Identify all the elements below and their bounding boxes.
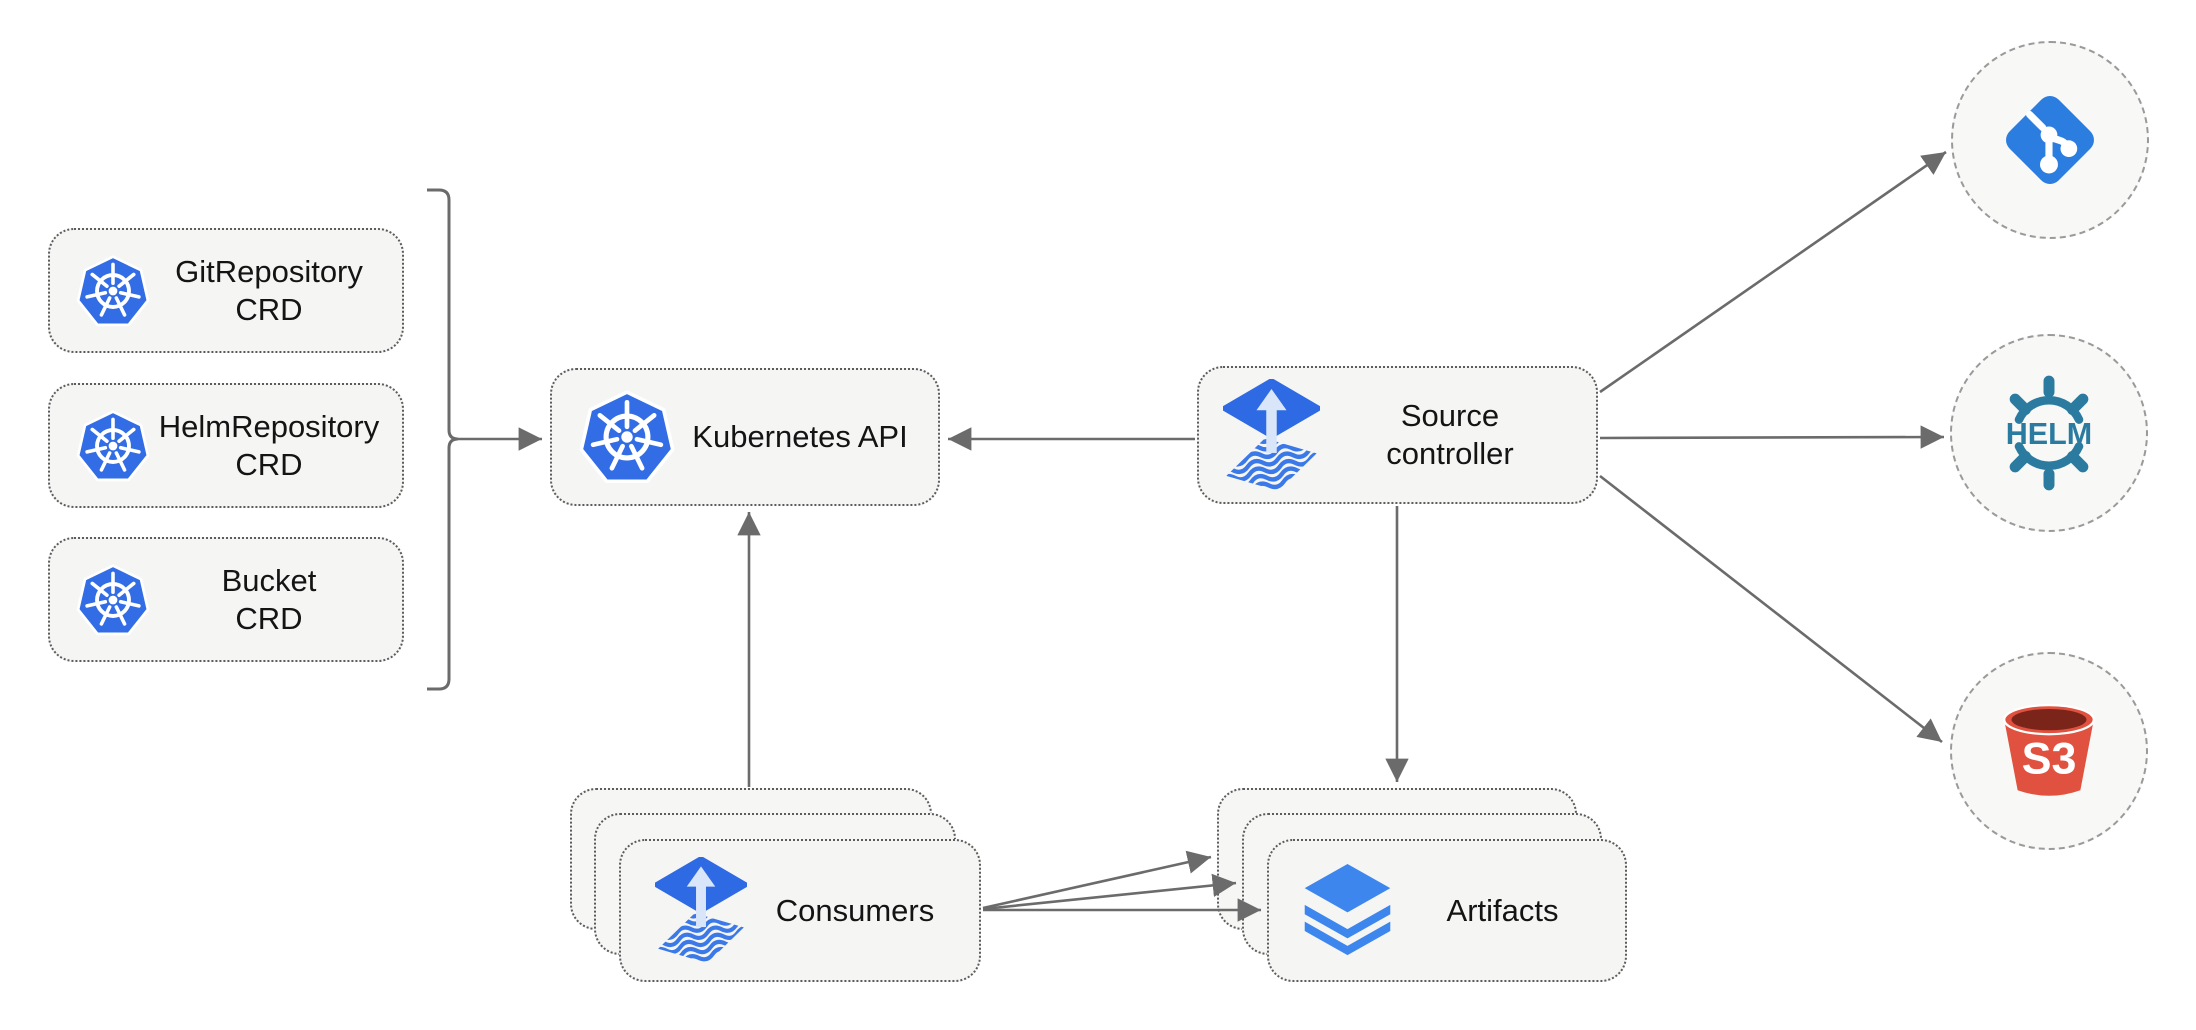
consumers-node: Consumers xyxy=(619,839,981,982)
s3-wordmark: S3 xyxy=(2022,733,2077,783)
helm-source-node: HELM xyxy=(1950,334,2148,532)
crd-bucket-label: Bucket CRD xyxy=(221,562,317,636)
kubernetes-icon xyxy=(576,386,678,488)
kubernetes-icon xyxy=(76,409,150,482)
source-controller-label: Source controller xyxy=(1386,398,1514,471)
edge-consumers-to-artifacts-2 xyxy=(982,873,1237,911)
source-controller-node: Source controller xyxy=(1197,366,1598,504)
artifacts-label: Artifacts xyxy=(1446,892,1559,928)
helm-wordmark: HELM xyxy=(2006,417,2092,451)
git-icon xyxy=(2006,96,2094,184)
crd-group-bracket xyxy=(427,188,459,441)
helm-icon: HELM xyxy=(2006,375,2092,491)
s3-source-node: S3 xyxy=(1950,652,2148,850)
crd-bucket-node: Bucket CRD xyxy=(48,537,404,662)
flux-icon xyxy=(1223,379,1320,492)
kubernetes-icon xyxy=(76,563,150,636)
artifacts-node: Artifacts xyxy=(1267,839,1627,982)
s3-icon: S3 xyxy=(2003,703,2095,796)
flux-icon xyxy=(655,857,747,964)
kubernetes-icon xyxy=(76,254,150,327)
edge-source-to-git xyxy=(1599,150,1947,394)
consumers-label: Consumers xyxy=(775,892,935,928)
kubernetes-api-label: Kubernetes API xyxy=(692,419,908,455)
edge-source-to-helm xyxy=(1599,425,1945,449)
crd-gitrepository-label: GitRepository CRD xyxy=(175,253,363,327)
crd-helmrepository-label: HelmRepository CRD xyxy=(158,408,380,482)
crd-helmrepository-node: HelmRepository CRD xyxy=(48,383,404,508)
kubernetes-api-node: Kubernetes API xyxy=(550,368,940,506)
edge-consumers-to-artifacts-1 xyxy=(982,850,1212,910)
layers-icon xyxy=(1304,864,1391,956)
crd-gitrepository-node: GitRepository CRD xyxy=(48,228,404,353)
edge-source-to-s3 xyxy=(1599,474,1943,744)
git-source-node xyxy=(1951,41,2149,239)
crd-group-bracket-bottom xyxy=(427,437,459,691)
